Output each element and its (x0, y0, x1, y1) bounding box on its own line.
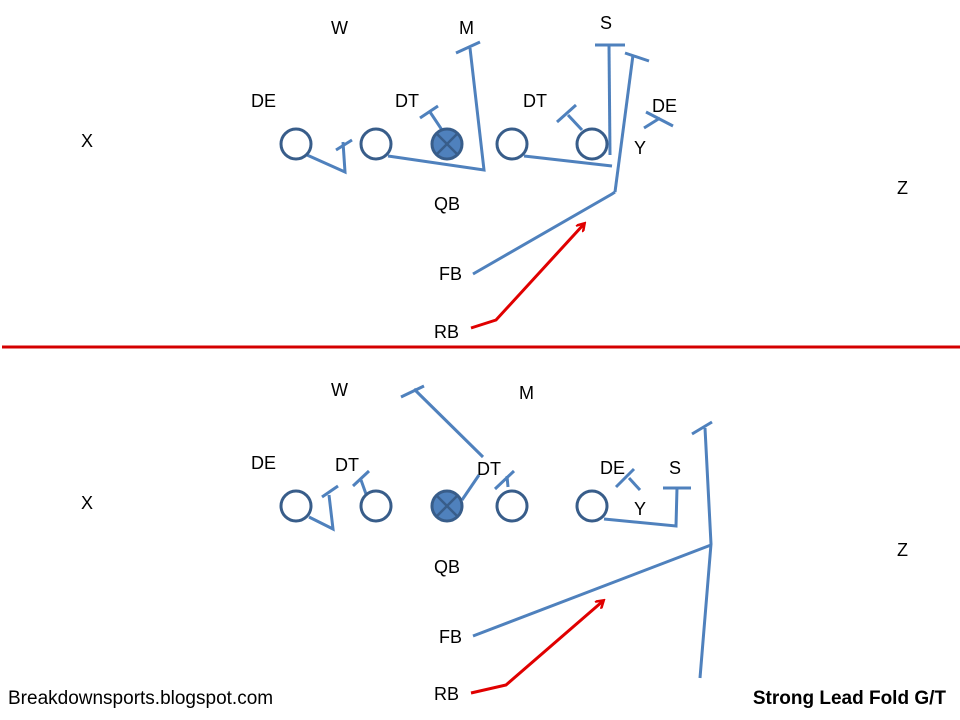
label-de-right: DE (652, 96, 677, 116)
label-s: S (669, 458, 681, 478)
lineman-lt (279, 127, 313, 161)
label-rb: RB (434, 322, 459, 342)
blocking-routes (308, 384, 713, 679)
label-y: Y (634, 499, 646, 519)
rb-run-arrow (470, 224, 584, 330)
offensive-line (279, 127, 609, 161)
lineman-rt (575, 127, 609, 161)
label-z: Z (897, 178, 908, 198)
lineman-lg (359, 127, 393, 161)
site-credit: Breakdownsports.blogspot.com (8, 688, 274, 709)
label-qb: QB (434, 557, 460, 577)
label-z: Z (897, 540, 908, 560)
label-x: X (81, 131, 93, 151)
center-icon (430, 127, 464, 161)
label-qb: QB (434, 194, 460, 214)
label-fb: FB (439, 264, 462, 284)
label-y: Y (634, 138, 646, 158)
label-m: M (459, 18, 474, 38)
label-s: S (600, 13, 612, 33)
label-rb: RB (434, 684, 459, 704)
label-de-left: DE (251, 453, 276, 473)
label-w: W (331, 380, 348, 400)
lineman-lg (359, 489, 393, 523)
label-dt-left: DT (395, 91, 419, 111)
center-icon (430, 489, 464, 523)
offensive-line (279, 489, 609, 523)
lineman-rt (575, 489, 609, 523)
label-x: X (81, 493, 93, 513)
lineman-rg (495, 127, 529, 161)
lineman-rg (495, 489, 529, 523)
label-fb: FB (439, 627, 462, 647)
label-w: W (331, 18, 348, 38)
play-name: Strong Lead Fold G/T (752, 688, 946, 709)
bottom-play: W M S DE DT DT DE X Y Z QB FB RB (81, 380, 908, 704)
blocking-routes (306, 40, 674, 276)
label-de-right: DE (600, 458, 625, 478)
label-dt-left: DT (335, 455, 359, 475)
label-m: M (519, 383, 534, 403)
rb-run-arrow (470, 601, 603, 695)
lineman-lt (279, 489, 313, 523)
label-de-left: DE (251, 91, 276, 111)
label-dt-right: DT (477, 459, 501, 479)
label-dt-right: DT (523, 91, 547, 111)
top-play: W M S DE DT DT DE X Y Z QB FB RB (81, 13, 908, 342)
